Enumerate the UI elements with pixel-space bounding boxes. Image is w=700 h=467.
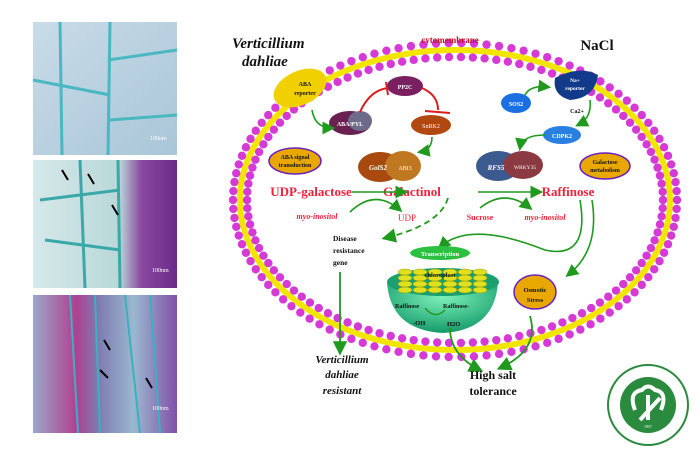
svg-text:CDPK2: CDPK2 xyxy=(552,134,572,140)
sos2-protein: SOS2 xyxy=(501,93,531,113)
svg-text:SnRK2: SnRK2 xyxy=(422,124,440,130)
na-reporter: Na+reporter xyxy=(554,70,598,100)
arrow-icon xyxy=(61,169,119,216)
scale-label: 100nm xyxy=(152,268,169,274)
micrograph-2: 100nm xyxy=(33,159,177,289)
udp-galactose: UDP-galactose xyxy=(270,184,352,199)
micrograph-1: 100nm xyxy=(32,21,178,156)
svg-text:1957: 1957 xyxy=(644,424,652,429)
membrane-label: cytomembrane xyxy=(421,35,478,45)
ca-label: Ca2+ xyxy=(570,109,584,115)
svg-text:Na+reporter: Na+reporter xyxy=(565,78,585,92)
snrk2-protein: SnRK2 xyxy=(411,115,451,135)
cdpk2-protein: CDPK2 xyxy=(543,126,581,144)
pp2c-protein: PP2C xyxy=(387,76,423,96)
gols2-abi3-protein: GolS2 ABI3 xyxy=(358,151,421,182)
svg-text:GolS2: GolS2 xyxy=(369,164,387,172)
scale-label: 100nm xyxy=(152,406,169,412)
svg-text:H2O: H2O xyxy=(447,321,460,328)
inhibition-arrow xyxy=(359,87,389,113)
svg-text:ABA/PYL: ABA/PYL xyxy=(337,122,363,128)
svg-text:WRKY35: WRKY35 xyxy=(514,165,537,171)
svg-text:ABI3: ABI3 xyxy=(398,166,411,172)
rfs5-wrky35-protein: RFS5 WRKY35 xyxy=(476,151,543,181)
svg-text:-OH: -OH xyxy=(413,320,425,327)
inhibition-arrow xyxy=(421,87,439,111)
svg-text:RFS5: RFS5 xyxy=(487,164,505,172)
micrograph-3: 100nm xyxy=(33,294,177,434)
myo-inositol: myo-inositol xyxy=(297,212,339,221)
udp: UDP xyxy=(398,213,416,223)
sucrose: Sucrose xyxy=(467,213,494,222)
aba-pyl-protein: ABA/PYL xyxy=(329,111,372,135)
svg-text:Raffinose-: Raffinose- xyxy=(443,304,469,310)
svg-text:Raffinose: Raffinose xyxy=(395,304,420,310)
arrow-icon xyxy=(99,339,153,389)
svg-text:PP2C: PP2C xyxy=(398,85,413,91)
myo-inositol: myo-inositol xyxy=(525,213,567,222)
institute-logo: 1957 xyxy=(607,364,689,446)
svg-text:SOS2: SOS2 xyxy=(509,102,523,108)
salt-label: NaCl xyxy=(580,38,613,54)
raffinose: Raffinose xyxy=(542,184,595,199)
scale-label: 100nm xyxy=(150,136,167,142)
